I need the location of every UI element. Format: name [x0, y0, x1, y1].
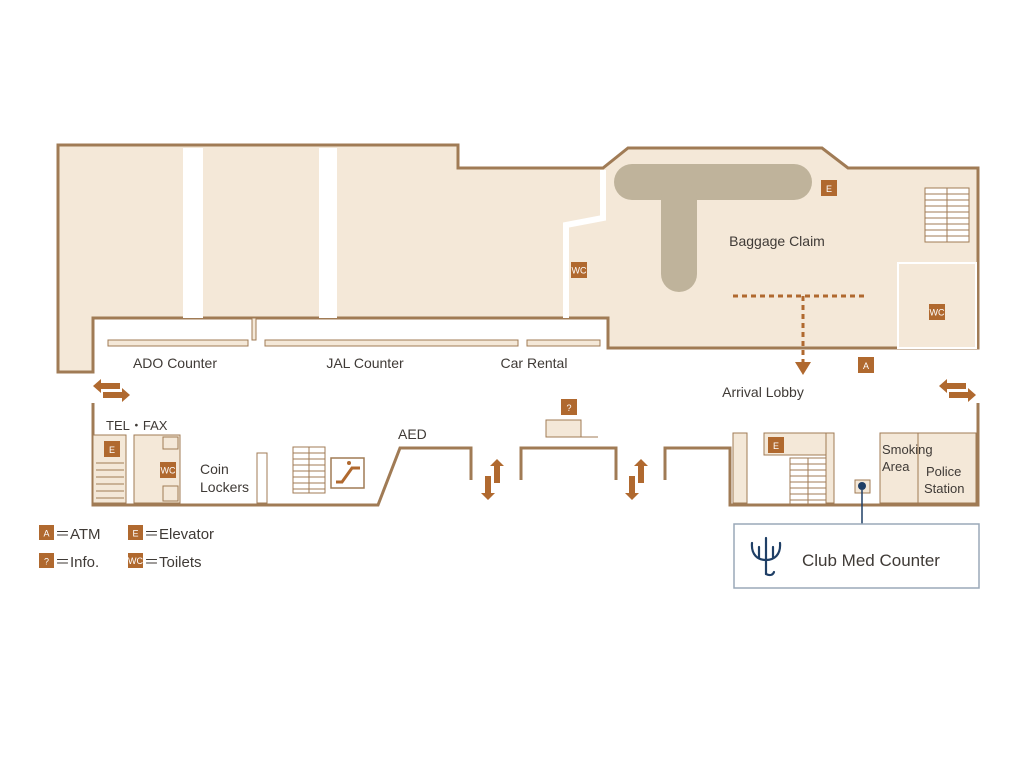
info-desk	[545, 419, 582, 438]
arrow-down-icon	[795, 362, 811, 375]
lower-right-wall	[663, 403, 980, 507]
stairs-left	[292, 446, 326, 494]
badge-elevator: E	[821, 180, 837, 196]
lower-middle-wall	[519, 446, 618, 480]
smoking-area-room	[879, 432, 919, 504]
badge-toilets: WC	[160, 462, 176, 478]
badge-toilets: WC	[571, 262, 587, 278]
car-rental-desk	[526, 339, 601, 347]
upper-building	[56, 143, 980, 374]
elevator-block-right	[732, 432, 835, 505]
badge-elevator: E	[768, 437, 784, 453]
corridor-gap-1	[183, 148, 203, 318]
legend-item-atm: A ＝ATM	[39, 525, 101, 543]
svg-text:A: A	[863, 361, 869, 371]
legend: A ＝ATM E ＝Elevator ? ＝Info. WC ＝Toilets	[39, 525, 214, 571]
corridor-gap-2	[319, 148, 337, 318]
label-jal-counter: JAL Counter	[326, 355, 404, 371]
upper-outer-wall	[56, 143, 980, 374]
svg-text:E: E	[826, 184, 832, 194]
label-area: Area	[882, 459, 910, 474]
svg-text:?: ?	[566, 403, 571, 413]
svg-text:E: E	[132, 529, 138, 539]
carousel-top	[614, 164, 812, 200]
escalator-icon	[330, 457, 365, 489]
arrival-path	[733, 294, 868, 375]
badge-toilets: WC	[929, 304, 945, 320]
baggage-carousel	[614, 164, 812, 292]
svg-text:＝Toilets: ＝Toilets	[144, 554, 202, 571]
carousel-stem	[661, 180, 697, 292]
label-car-rental: Car Rental	[501, 355, 568, 371]
svg-text:WC: WC	[161, 466, 176, 476]
svg-text:WC: WC	[128, 556, 143, 566]
lower-building	[91, 403, 980, 524]
jal-counter-desk	[264, 339, 519, 347]
baggage-divider-wall	[563, 170, 606, 318]
stairs-top-right	[924, 187, 970, 243]
label-tel-fax: TEL・FAX	[106, 418, 168, 433]
double-arrow-icon	[939, 379, 976, 402]
svg-text:?: ?	[44, 557, 49, 567]
label-aed: AED	[398, 426, 427, 442]
label-smoking: Smoking	[882, 442, 933, 457]
coin-locker-post	[256, 452, 268, 504]
double-arrow-icon	[481, 459, 504, 500]
trident-logo-icon	[750, 536, 782, 577]
svg-text:WC: WC	[572, 266, 587, 276]
label-ado-counter: ADO Counter	[133, 355, 217, 371]
svg-text:＝Info.: ＝Info.	[55, 554, 99, 571]
svg-text:＝Elevator: ＝Elevator	[144, 526, 214, 543]
double-arrow-icon	[625, 459, 648, 500]
svg-text:WC: WC	[930, 308, 945, 318]
svg-text:＝ATM: ＝ATM	[55, 526, 101, 543]
svg-text:A: A	[43, 529, 49, 539]
svg-text:E: E	[773, 441, 779, 451]
label-club-med-counter: Club Med Counter	[802, 551, 940, 570]
label-coin: Coin	[200, 461, 229, 477]
badge-atm: A	[858, 357, 874, 373]
double-arrow-icon	[93, 379, 130, 402]
legend-item-toilets: WC ＝Toilets	[128, 553, 202, 571]
legend-item-elevator: E ＝Elevator	[128, 525, 214, 543]
club-med-callout[interactable]: Club Med Counter	[733, 523, 980, 589]
police-station-room	[917, 432, 977, 504]
label-station: Station	[924, 481, 964, 496]
label-arrival-lobby: Arrival Lobby	[722, 384, 804, 400]
legend-item-info: ? ＝Info.	[39, 553, 99, 571]
ado-counter-desk	[107, 339, 249, 347]
counters	[107, 317, 601, 347]
badge-elevator: E	[104, 441, 120, 457]
counter-post	[251, 317, 257, 341]
label-police: Police	[926, 464, 961, 479]
label-lockers: Lockers	[200, 479, 249, 495]
badge-info: ?	[561, 399, 577, 415]
label-baggage-claim: Baggage Claim	[729, 233, 825, 249]
svg-text:E: E	[109, 445, 115, 455]
